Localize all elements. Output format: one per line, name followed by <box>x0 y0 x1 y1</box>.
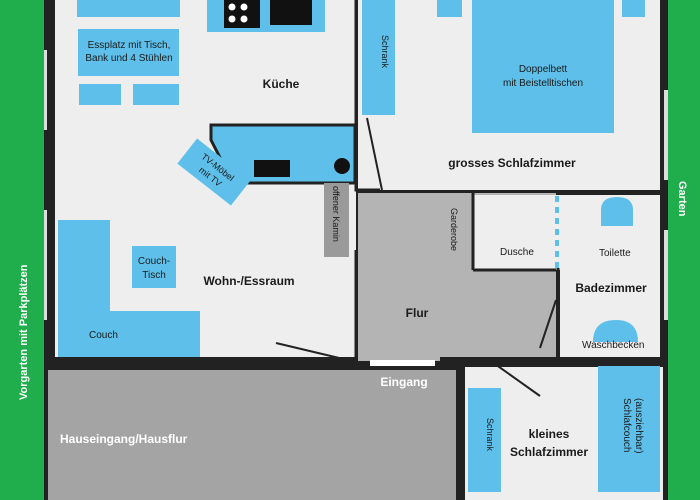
wardrobe-big-label: Schrank <box>380 35 390 69</box>
kitchen-sink <box>270 0 312 25</box>
fireplace <box>324 183 349 257</box>
entrance-hall-label: Hauseingang/Hausflur <box>60 432 188 446</box>
burner-icon <box>228 15 236 23</box>
living-door <box>275 342 357 363</box>
living-label: Wohn-/Essraum <box>203 274 294 288</box>
chair-1 <box>79 84 121 105</box>
chair-2 <box>133 84 179 105</box>
burner-icon <box>228 3 236 11</box>
nightstand-right <box>622 0 645 17</box>
washbasin <box>593 320 638 342</box>
small-bedroom-door <box>494 363 541 397</box>
coffee-table-label-line2: Tisch <box>142 270 166 281</box>
burner-icon <box>240 15 248 23</box>
front-garden-label: Vorgarten mit Parkplätzen <box>18 264 30 400</box>
garden-label: Garten <box>676 181 688 217</box>
window-left-2 <box>44 210 47 320</box>
toilet-label: Toilette <box>599 248 631 259</box>
bathroom-floor-bottom <box>560 268 660 361</box>
coffee-table <box>132 246 176 288</box>
wardrobe-big <box>362 0 395 115</box>
sofa-bed-label-line2: (ausziehbar) <box>633 398 644 454</box>
couch-label: Couch <box>89 330 118 341</box>
entrance-hall-floor <box>48 370 456 500</box>
kitchen-label: Küche <box>263 77 300 91</box>
small-bedroom-label-line1: kleines <box>529 427 570 441</box>
entrance-label: Eingang <box>380 375 427 389</box>
small-bedroom-label-line2: Schlafzimmer <box>510 445 588 459</box>
window-left-1 <box>44 50 47 130</box>
sink-label: Waschbecken <box>582 340 644 351</box>
bath-door <box>539 299 557 349</box>
island-hob <box>254 160 290 177</box>
wardrobe-small <box>468 388 501 492</box>
burner-icon <box>240 3 248 11</box>
hall-label: Flur <box>406 306 429 320</box>
island-sink <box>334 158 350 174</box>
double-bed <box>472 0 614 133</box>
couch <box>58 220 200 357</box>
dining-label-line2: Bank und 4 Stühlen <box>85 53 172 64</box>
bathroom-label: Badezimmer <box>575 281 647 295</box>
bedroom-door <box>366 117 383 191</box>
bedroom-wall <box>354 0 380 192</box>
entrance-door-gap <box>370 360 435 366</box>
wardrobe-small-label: Schrank <box>485 418 495 452</box>
fireplace-label: offener Kamin <box>331 186 341 242</box>
sofa-bed <box>598 366 660 492</box>
window-right-1 <box>664 90 668 180</box>
dining-label-line1: Essplatz mit Tisch, <box>88 40 171 51</box>
sofa-bed-label-line1: Schlafcouch <box>621 398 632 452</box>
nightstand-left <box>437 0 462 17</box>
garderobe-label: Garderobe <box>449 208 459 251</box>
kitchen-island <box>209 123 357 185</box>
toilet <box>601 197 633 226</box>
double-bed-label-line1: Doppelbett <box>519 64 568 75</box>
shower-label: Dusche <box>500 247 534 258</box>
coffee-table-label-line1: Couch- <box>138 256 170 267</box>
double-bed-label-line2: mit Beistelltischen <box>503 78 583 89</box>
window-right-2 <box>664 230 668 320</box>
big-bedroom-label: grosses Schlafzimmer <box>448 156 576 170</box>
tv-furniture: TV-Möbel mit TV <box>177 138 251 206</box>
bench <box>77 0 180 17</box>
dining-table <box>78 29 179 76</box>
